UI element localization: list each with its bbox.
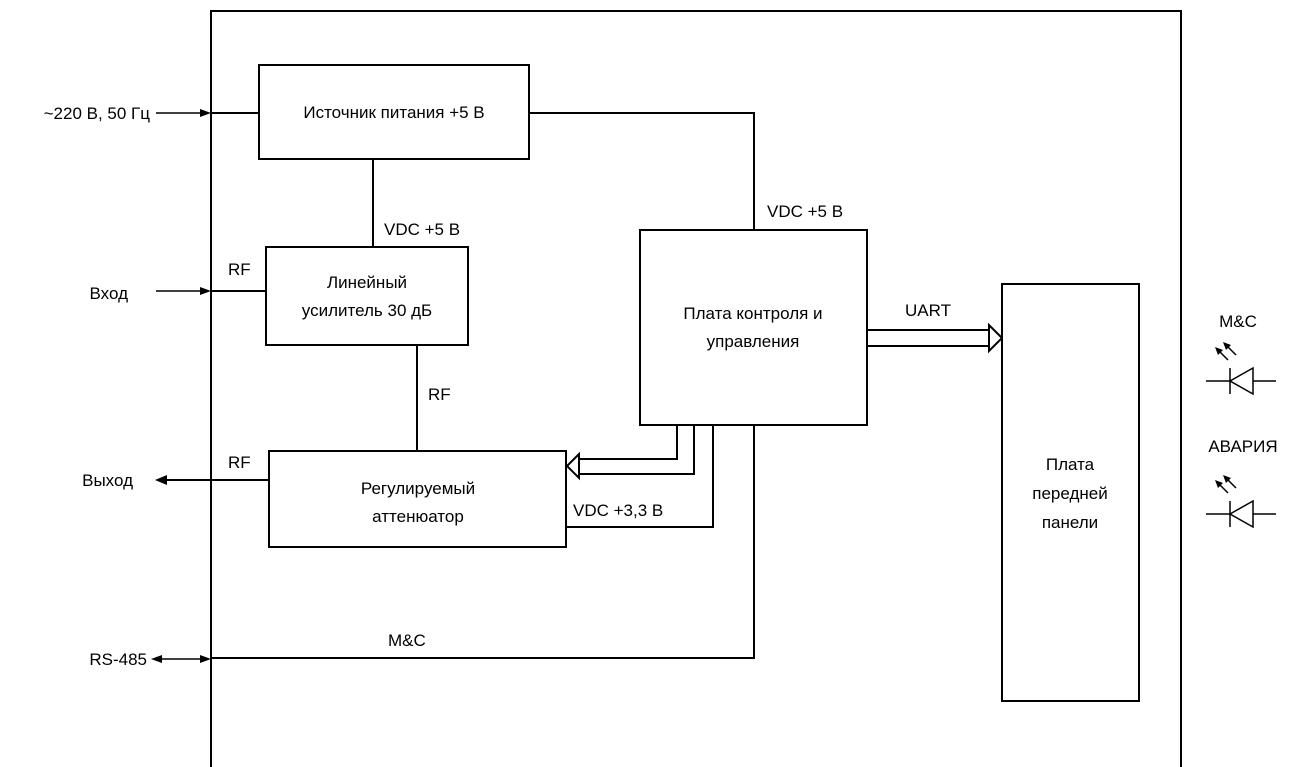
uart-arrow — [867, 322, 1004, 354]
attenuator-label-line1: Регулируемый — [361, 479, 475, 498]
mains-input-label: ~220 В, 50 Гц — [44, 104, 151, 123]
rf-between-label: RF — [428, 385, 451, 404]
front-panel-label-line3: панели — [1042, 513, 1098, 532]
amplifier-label-line1: Линейный — [327, 273, 407, 292]
vdc33-label: VDC +3,3 В — [573, 501, 663, 520]
power-supply-block: Источник питания +5 В — [258, 64, 530, 160]
mains-arrowhead — [200, 109, 211, 117]
alarm-led-label: АВАРИЯ — [1208, 437, 1277, 456]
alarm-led-icon — [1206, 475, 1276, 529]
front-panel-label-line1: Плата — [1046, 455, 1095, 474]
attenuator-block: Регулируемый аттенюатор — [268, 450, 567, 548]
control-bus-arrow — [565, 425, 695, 481]
input-label: Вход — [90, 284, 129, 303]
amplifier-block: Линейный усилитель 30 дБ — [265, 246, 469, 346]
uart-label: UART — [905, 301, 951, 320]
control-board-label-line1: Плата контроля и — [683, 304, 822, 323]
mc-bus-wire — [211, 425, 755, 659]
control-board-label-line2: управления — [707, 332, 800, 351]
rs485-arrowhead-left — [151, 655, 162, 663]
front-panel-label-line2: передней — [1032, 484, 1107, 503]
mc-led-icon — [1206, 342, 1276, 396]
attenuator-label-line2: аттенюатор — [372, 507, 464, 526]
enclosure-outline — [210, 10, 1182, 767]
rs485-label: RS-485 — [89, 650, 147, 669]
input-arrowhead — [200, 287, 211, 295]
vdc33-wire — [566, 425, 714, 528]
control-board-block: Плата контроля и управления — [639, 229, 868, 426]
mc-bus-label: M&C — [388, 631, 426, 650]
rf-in-label: RF — [228, 260, 251, 279]
rs485-arrowhead-right — [200, 655, 211, 663]
output-arrowhead — [155, 475, 167, 485]
rf-out-label: RF — [228, 453, 251, 472]
front-panel-block: Плата передней панели — [1001, 283, 1140, 702]
mc-led-label: M&C — [1219, 312, 1257, 331]
psu-to-controller-wire — [529, 112, 755, 230]
amplifier-label-line2: усилитель 30 дБ — [302, 301, 432, 320]
output-label: Выход — [82, 471, 133, 490]
vdc5-amp-label: VDC +5 В — [384, 220, 460, 239]
vdc5-controller-label: VDC +5 В — [767, 202, 843, 221]
power-supply-label: Источник питания +5 В — [303, 103, 484, 122]
